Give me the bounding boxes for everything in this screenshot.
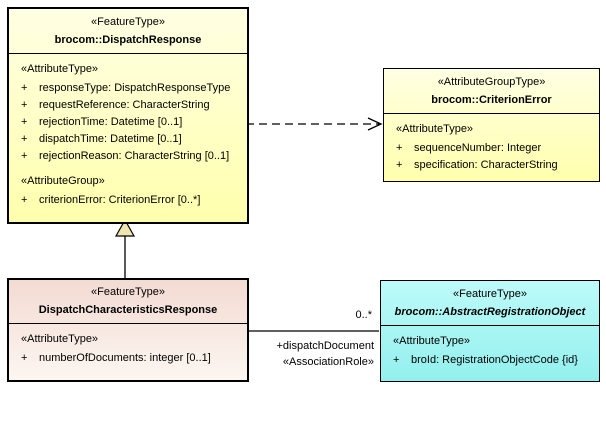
visibility-plus: + (21, 150, 28, 162)
class-header: «FeatureType» brocom::DispatchResponse (9, 9, 247, 54)
stereotype-label: «FeatureType» (91, 15, 165, 28)
class-header: «AttributeGroupType» brocom::CriterionEr… (384, 69, 599, 114)
visibility-plus: + (21, 116, 28, 128)
visibility-plus: + (21, 99, 28, 111)
attribute-text: broId: RegistrationObjectCode {id} (411, 354, 578, 366)
stereotype-label: «AttributeGroupType» (437, 75, 546, 88)
stereotype-label: «FeatureType» (91, 286, 165, 298)
dependency-arrowhead-icon (367, 117, 383, 131)
generalization-arrowhead-icon (114, 218, 136, 237)
attribute-type-section-label: «AttributeType» (21, 63, 99, 75)
attribute-text: rejectionTime: Datetime [0..1] (39, 116, 183, 128)
class-name: brocom::AbstractRegistrationObject (394, 305, 586, 318)
visibility-plus: + (396, 142, 403, 154)
attribute-group-section-label: «AttributeGroup» (21, 175, 105, 187)
visibility-plus: + (21, 133, 28, 145)
attributes-compartment: «AttributeType» + responseType: Dispatch… (9, 54, 247, 213)
association-stereotype-label: «AssociationRole» (282, 356, 374, 368)
class-header: «FeatureType» brocom::AbstractRegistrati… (381, 281, 599, 326)
attribute-row: + broId: RegistrationObjectCode {id} (393, 352, 595, 369)
attribute-row: + criterionError: CriterionError [0..*] (21, 192, 243, 209)
visibility-plus: + (393, 354, 400, 366)
class-box-brocom-dispatchresponse[interactable]: «FeatureType» brocom::DispatchResponse «… (7, 7, 249, 224)
attribute-type-section-label: «AttributeType» (21, 333, 99, 345)
class-name: brocom::CriterionError (431, 93, 552, 106)
attribute-row: + specification: CharacterString (396, 157, 595, 174)
class-name: DispatchCharacteristicsResponse (38, 304, 218, 316)
attribute-row: + numberOfDocuments: integer [0..1] (21, 350, 243, 367)
attribute-type-section-label: «AttributeType» (396, 123, 474, 135)
attributes-compartment: «AttributeType» + broId: RegistrationObj… (381, 326, 599, 373)
attribute-row: + responseType: DispatchResponseType (21, 80, 243, 97)
visibility-plus: + (21, 82, 28, 94)
attribute-text: responseType: DispatchResponseType (39, 82, 231, 94)
attribute-row: + rejectionReason: CharacterString [0..1… (21, 148, 243, 165)
attributes-compartment: «AttributeType» + sequenceNumber: Intege… (384, 114, 599, 178)
attribute-text: requestReference: CharacterString (39, 99, 210, 111)
class-name: brocom::DispatchResponse (54, 33, 202, 46)
class-box-brocom-abstractregistrationobject[interactable]: «FeatureType» brocom::AbstractRegistrati… (380, 280, 600, 382)
association-multiplicity-label: 0..* (355, 309, 372, 321)
attribute-type-section-label: «AttributeType» (393, 335, 471, 347)
visibility-plus: + (396, 159, 403, 171)
attributes-compartment: «AttributeType» + numberOfDocuments: int… (9, 324, 247, 371)
attribute-text: rejectionReason: CharacterString [0..1] (39, 150, 230, 162)
association-role-name-label: +dispatchDocument (276, 340, 374, 352)
class-box-dispatchcharacteristicsresponse[interactable]: «FeatureType» DispatchCharacteristicsRes… (7, 278, 249, 382)
attribute-row: + requestReference: CharacterString (21, 97, 243, 114)
class-header: «FeatureType» DispatchCharacteristicsRes… (9, 280, 247, 324)
attribute-text: numberOfDocuments: integer [0..1] (39, 352, 211, 364)
attribute-row: + dispatchTime: Datetime [0..1] (21, 131, 243, 148)
visibility-plus: + (21, 352, 28, 364)
attribute-text: sequenceNumber: Integer (414, 142, 542, 154)
class-box-brocom-criterionerror[interactable]: «AttributeGroupType» brocom::CriterionEr… (383, 68, 600, 182)
attribute-row: + sequenceNumber: Integer (396, 140, 595, 157)
attribute-text: dispatchTime: Datetime [0..1] (39, 133, 182, 145)
visibility-plus: + (21, 194, 28, 206)
stereotype-label: «FeatureType» (453, 287, 527, 300)
attribute-text: specification: CharacterString (414, 159, 558, 171)
attribute-row: + rejectionTime: Datetime [0..1] (21, 114, 243, 131)
attribute-text: criterionError: CriterionError [0..*] (39, 194, 201, 206)
